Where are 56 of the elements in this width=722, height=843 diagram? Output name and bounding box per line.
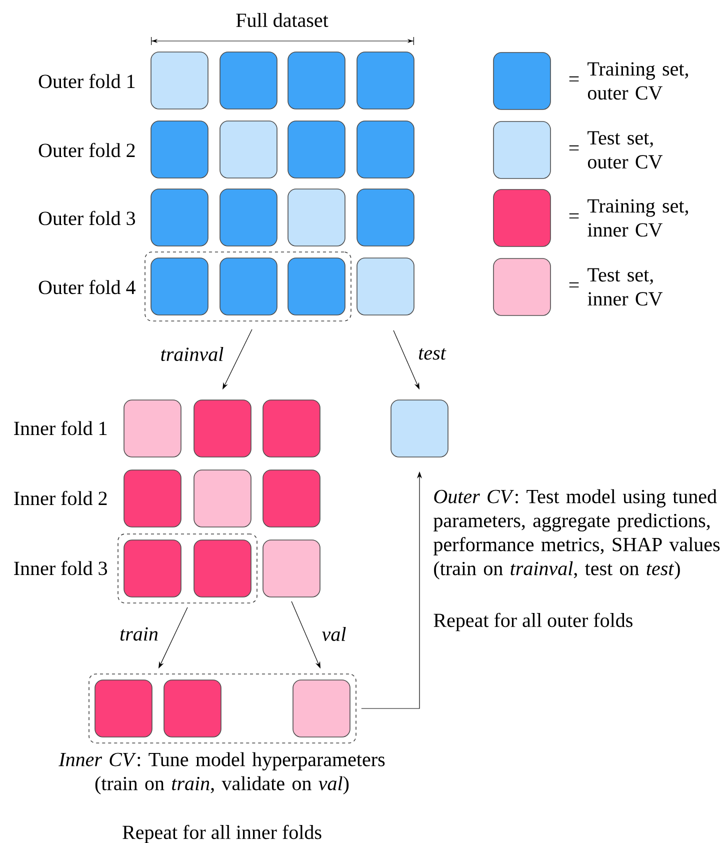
data-block [194,470,252,528]
data-block [194,540,252,598]
legend-label: Training set, outer CV [588,62,688,100]
description-text: Outer CV: Test model using tuned parameters, aggregate predictions, performance metrics, SHAP values (train on trainval, test on test) [434,489,720,580]
legend-label: Test set, inner CV [588,268,662,306]
data-block [150,188,208,246]
dashed-group-box [118,534,258,604]
data-block [220,120,278,178]
row-label: Outer fold 3 [38,210,136,226]
row-label: Outer fold 4 [38,280,136,294]
data-block [94,680,152,738]
row-label: Inner fold 2 [14,490,107,506]
note-text: Repeat for all outer folds [434,612,632,632]
data-block [194,400,252,458]
data-block [124,540,182,598]
data-block [150,258,208,316]
row-label: Inner fold 1 [14,420,107,436]
data-block [262,400,320,458]
equals-sign: = [569,282,579,288]
data-block [288,120,346,178]
data-block [262,540,320,598]
dashed-group-box [88,674,356,744]
data-block [124,400,182,458]
description-text: Inner CV: Tune model hyperparameters (train on train, validate on val) [58,752,385,794]
dashed-group-box [144,252,352,322]
data-block [124,470,182,528]
equals-sign: = [569,145,579,150]
data-block [220,188,278,246]
data-block [356,258,414,316]
data-block [220,258,278,316]
data-block [356,188,414,246]
legend-label: Test set, outer CV [588,131,662,169]
data-block [288,188,346,246]
data-block [356,120,414,178]
data-block [288,52,346,110]
data-block [292,680,350,738]
edge-label: val [322,626,346,642]
data-block [150,120,208,178]
equals-sign: = [569,76,579,82]
row-label: Inner fold 3 [14,560,108,576]
axis-title: Full dataset [236,12,328,28]
edge-label: trainval [161,346,224,362]
data-block [150,52,208,110]
row-label: Outer fold 2 [38,142,135,158]
equals-sign: = [569,213,579,218]
edge-label: test [419,348,446,360]
data-block [262,470,320,528]
data-block [390,400,448,458]
note-text: Repeat for all inner folds [122,824,322,843]
row-label: Outer fold 1 [38,74,135,88]
data-block [288,258,346,316]
data-block [164,680,222,738]
legend-label: Training set, inner CV [588,199,688,237]
data-block [356,52,414,110]
edge-label: train [120,627,158,641]
data-block [220,52,278,110]
